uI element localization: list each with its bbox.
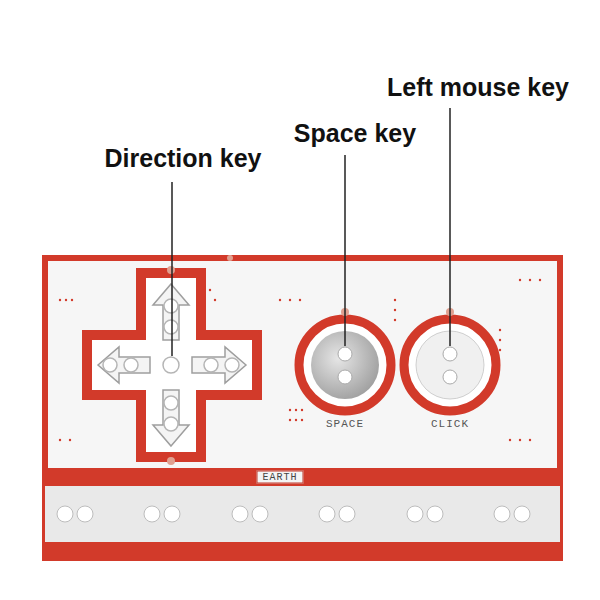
trace-dot: [214, 299, 216, 301]
trace-dot: [499, 329, 501, 331]
trace-dot: [529, 439, 531, 441]
earth-hole: [514, 506, 530, 522]
earth-hole: [232, 506, 248, 522]
callout-label: Left mouse key: [387, 73, 569, 102]
trace-dot: [519, 279, 521, 281]
callout-label: Space key: [294, 119, 416, 148]
earth-hole: [407, 506, 423, 522]
callout-label: Direction key: [104, 144, 261, 173]
earth-hole: [57, 506, 73, 522]
trace-dot: [499, 339, 501, 341]
trace-dot: [209, 289, 211, 291]
trace-dot: [539, 279, 541, 281]
earth-hole: [319, 506, 335, 522]
trace-dot: [499, 349, 501, 351]
trace-dot: [59, 439, 61, 441]
trace-dot: [394, 309, 396, 311]
silkscreen-label: CLICK: [431, 418, 469, 430]
trace-dot: [289, 409, 291, 411]
trace-dot: [59, 299, 61, 301]
trace-dot: [301, 419, 303, 421]
trace-dot: [519, 439, 521, 441]
trace-dot: [279, 299, 281, 301]
trace-dot: [289, 419, 291, 421]
silkscreen-label: SPACE: [326, 418, 364, 430]
trace-dot: [394, 299, 396, 301]
trace-dot: [529, 279, 531, 281]
trace-dot: [69, 439, 71, 441]
trace-dot: [299, 299, 301, 301]
earth-hole: [494, 506, 510, 522]
earth-hole: [427, 506, 443, 522]
earth-hole: [252, 506, 268, 522]
earth-hole: [77, 506, 93, 522]
trace-dot: [65, 299, 67, 301]
trace-dot: [301, 409, 303, 411]
trace-dot: [394, 319, 396, 321]
trace-dot: [509, 439, 511, 441]
silkscreen-label: EARTH: [256, 471, 303, 484]
earth-hole: [164, 506, 180, 522]
trace-dot: [295, 419, 297, 421]
trace-dot: [289, 299, 291, 301]
trace-dot: [295, 409, 297, 411]
earth-hole: [339, 506, 355, 522]
trace-dot: [71, 299, 73, 301]
earth-hole: [144, 506, 160, 522]
